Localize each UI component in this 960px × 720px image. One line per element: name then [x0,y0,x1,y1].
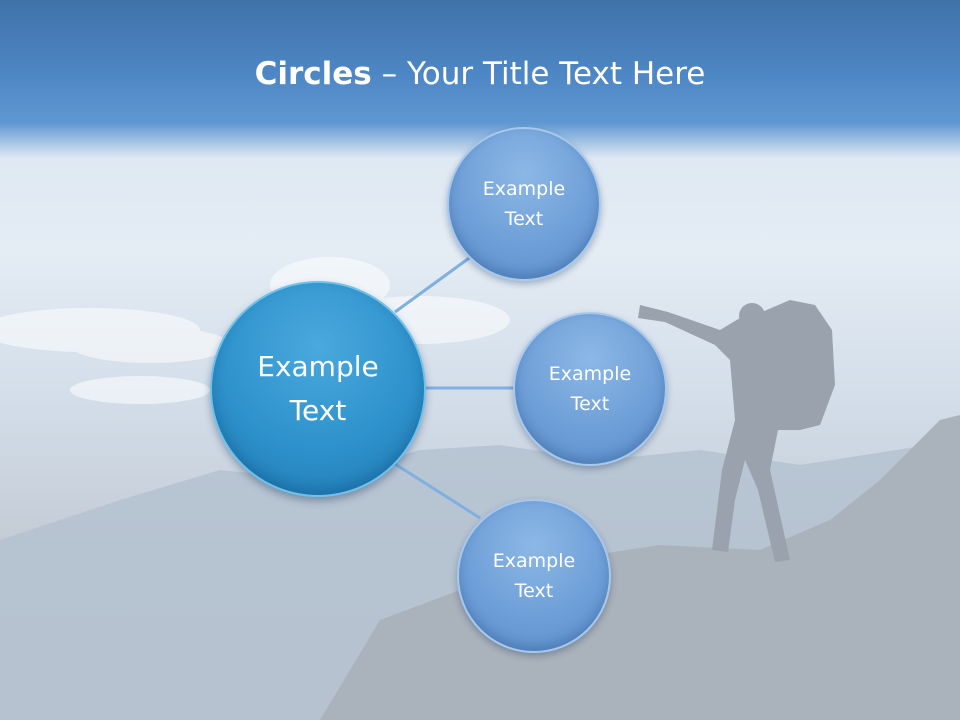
node-circle-label: Example Text [482,178,566,230]
node-circle-middle[interactable]: Example Text [513,312,667,466]
hiker-silhouette [638,300,835,562]
slide-title: Circles – Your Title Text Here [0,52,960,96]
center-circle[interactable]: Example Text [210,281,426,497]
node-circle-label: Example Text [492,550,576,602]
foreground-rocks [320,415,960,720]
connector-bottom [394,462,481,520]
node-circle-bottom[interactable]: Example Text [457,499,611,653]
title-rest: – Your Title Text Here [371,56,706,92]
node-circle-label: Example Text [548,363,632,415]
title-bold: Circles [254,56,372,92]
connector-top [394,254,473,314]
center-circle-label: Example Text [257,350,379,427]
node-circle-top[interactable]: Example Text [447,127,601,281]
